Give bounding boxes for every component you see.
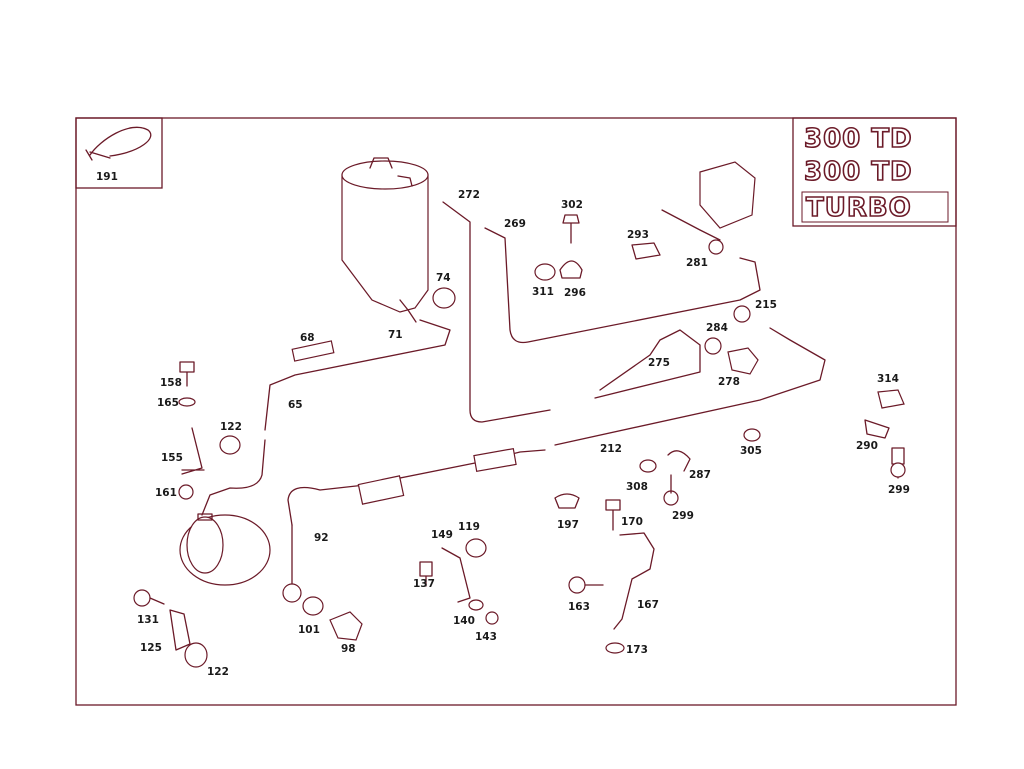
line-65 <box>201 439 266 516</box>
label-143: 143 <box>475 631 497 643</box>
label-311: 311 <box>532 286 554 298</box>
label-293: 293 <box>627 229 649 241</box>
label-290: 290 <box>856 440 878 452</box>
small-parts <box>133 214 906 668</box>
label-155: 155 <box>161 452 183 464</box>
label-137: 137 <box>413 578 435 590</box>
control-valve <box>661 161 756 255</box>
label-68: 68 <box>300 332 315 344</box>
line-269 <box>484 227 761 344</box>
line-92 <box>287 449 546 526</box>
label-98: 98 <box>341 643 356 655</box>
label-314: 314 <box>877 373 899 385</box>
label-165: 165 <box>157 397 179 409</box>
line-71 <box>264 319 451 431</box>
label-305: 305 <box>740 445 762 457</box>
line-275 <box>594 329 701 399</box>
label-101: 101 <box>298 624 320 636</box>
label-167: 167 <box>637 599 659 611</box>
label-158: 158 <box>160 377 182 389</box>
label-275: 275 <box>648 357 670 369</box>
label-170: 170 <box>621 516 643 528</box>
label-119: 119 <box>458 521 480 533</box>
label-122-top: 122 <box>220 421 242 433</box>
label-215: 215 <box>755 299 777 311</box>
badge-300td-1: 300 TD <box>804 124 913 154</box>
label-125: 125 <box>140 642 162 654</box>
badge-300td-2: 300 TD <box>804 157 913 187</box>
label-299-right: 299 <box>888 484 910 496</box>
label-302: 302 <box>561 199 583 211</box>
label-122-bottom: 122 <box>207 666 229 678</box>
label-269: 269 <box>504 218 526 230</box>
label-173: 173 <box>626 644 648 656</box>
label-92: 92 <box>314 532 329 544</box>
vacuum-tank <box>341 157 429 323</box>
label-281: 281 <box>686 257 708 269</box>
line-212 <box>554 327 826 446</box>
label-287: 287 <box>689 469 711 481</box>
label-278: 278 <box>718 376 740 388</box>
label-296: 296 <box>564 287 586 299</box>
label-140: 140 <box>453 615 475 627</box>
label-131: 131 <box>137 614 159 626</box>
label-284: 284 <box>706 322 728 334</box>
label-74: 74 <box>436 272 451 284</box>
label-161: 161 <box>155 487 177 499</box>
part-labels: 272 269 302 293 281 74 71 68 311 296 215… <box>137 189 910 678</box>
line-272 <box>442 201 551 423</box>
inset-cable-tie: 191 <box>75 117 163 189</box>
label-197: 197 <box>557 519 579 531</box>
label-149: 149 <box>431 529 453 541</box>
label-299-mid: 299 <box>672 510 694 522</box>
label-163: 163 <box>568 601 590 613</box>
badge-turbo: TURBO <box>806 193 912 223</box>
vacuum-pump <box>179 513 271 586</box>
label-71: 71 <box>388 329 403 341</box>
diagram-frame <box>75 117 957 706</box>
label-65: 65 <box>288 399 303 411</box>
inset-label: 191 <box>96 171 118 183</box>
label-272: 272 <box>458 189 480 201</box>
hose-92 <box>357 447 517 505</box>
label-212: 212 <box>600 443 622 455</box>
model-badges: 300 TD 300 TD TURBO <box>792 117 957 227</box>
label-308: 308 <box>626 481 648 493</box>
